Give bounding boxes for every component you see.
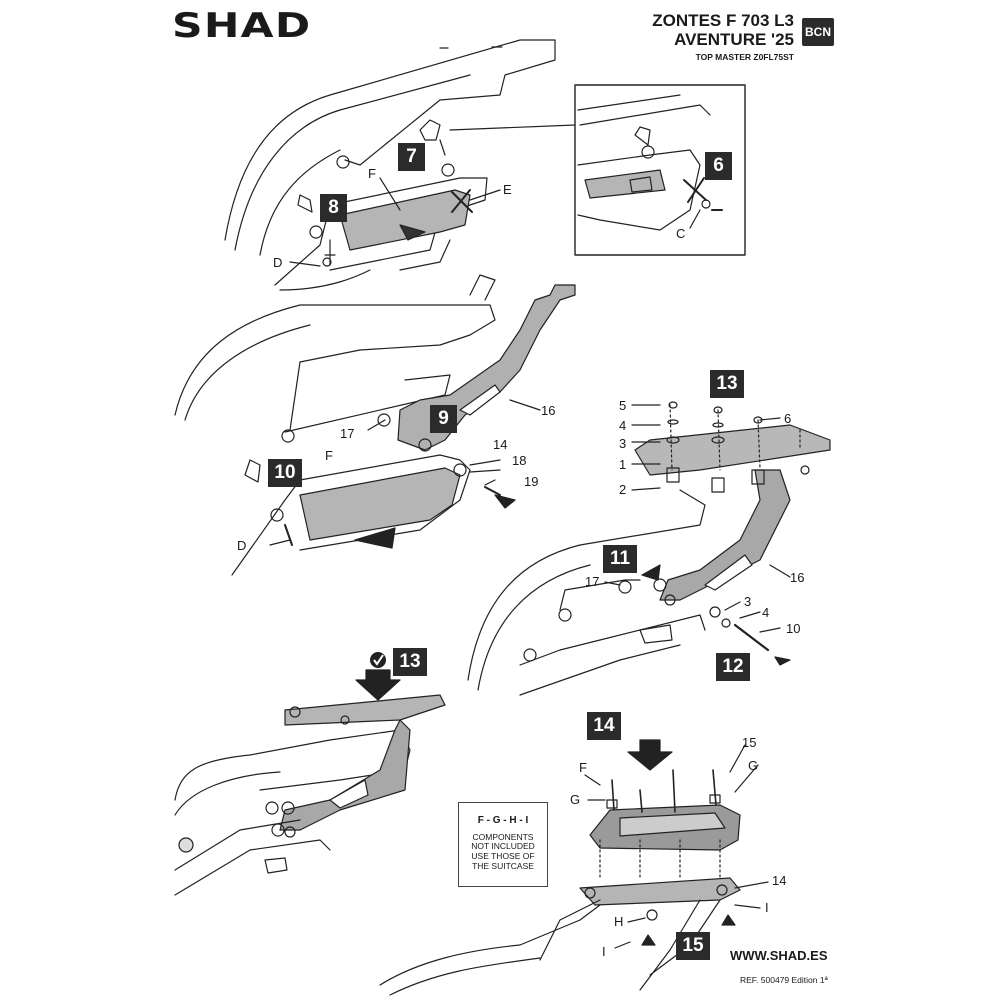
part-label-15: 15 <box>742 735 757 750</box>
part-label-g2: G <box>748 758 759 773</box>
part-label-5: 5 <box>619 398 627 413</box>
part-label-f2: F <box>325 448 333 463</box>
part-label-h: H <box>614 914 624 929</box>
shad-logo: SHAD <box>172 6 312 46</box>
step-13-badge-mounted: 13 <box>393 648 427 676</box>
part-label-f: F <box>368 166 376 181</box>
step-8-badge: 8 <box>320 194 347 222</box>
part-label-4b: 4 <box>762 605 770 620</box>
part-label-14: 14 <box>493 437 508 452</box>
note-heading: F - G - H - I <box>477 815 529 826</box>
panel-5-base-drawing <box>379 739 741 996</box>
part-label-i1: I <box>765 900 769 915</box>
step-13-badge-plate: 13 <box>710 370 744 398</box>
step-7-badge: 7 <box>398 143 425 171</box>
part-label-19: 19 <box>524 474 539 489</box>
panel-2-bracket-drawing <box>174 274 576 576</box>
part-label-i2: I <box>602 944 606 959</box>
panel-3-plate-drawing <box>467 401 831 696</box>
check-icon <box>370 652 386 668</box>
step-11-badge: 11 <box>603 545 637 573</box>
inset-detail-drawing <box>577 94 723 231</box>
part-label-10: 10 <box>786 621 801 636</box>
part-label-17: 17 <box>340 426 355 441</box>
step-14-badge: 14 <box>587 712 621 740</box>
part-label-c: C <box>676 226 686 241</box>
part-label-3: 3 <box>619 436 627 451</box>
step-6-badge: 6 <box>705 152 732 180</box>
part-label-d2: D <box>237 538 247 553</box>
panel-4-mounted-drawing <box>174 669 446 896</box>
panel-1-frame-drawing <box>224 39 576 291</box>
part-label-6: 6 <box>784 411 792 426</box>
note-line-2: NOT INCLUDED <box>471 841 535 852</box>
part-label-14b: 14 <box>772 873 787 888</box>
components-note: F - G - H - I COMPONENTS NOT INCLUDED US… <box>458 802 548 887</box>
part-label-g1: G <box>570 792 581 807</box>
part-label-3b: 3 <box>744 594 752 609</box>
step-9-badge: 9 <box>430 405 457 433</box>
part-label-2: 2 <box>619 482 627 497</box>
model-title-line2: AVENTURE '25 <box>674 30 794 49</box>
reference-text: REF. 500479 Edition 1ª <box>740 975 828 985</box>
part-label-f3: F <box>579 760 587 775</box>
part-label-1: 1 <box>619 457 627 472</box>
model-title-line1: ZONTES F 703 L3 <box>652 11 794 30</box>
website-link[interactable]: WWW.SHAD.ES <box>730 948 828 963</box>
note-line-1: COMPONENTS <box>472 831 534 842</box>
product-code: TOP MASTER Z0FL75ST <box>695 52 794 62</box>
part-label-16b: 16 <box>790 570 805 585</box>
part-label-16: 16 <box>541 403 556 418</box>
step-10-badge: 10 <box>268 459 302 487</box>
edition-badge: BCN <box>802 18 834 46</box>
part-label-e: E <box>503 182 512 197</box>
step-12-badge: 12 <box>716 653 750 681</box>
part-label-17b: 17 <box>585 574 600 589</box>
part-label-d: D <box>273 255 283 270</box>
part-label-18: 18 <box>512 453 527 468</box>
step-15-badge: 15 <box>676 932 710 960</box>
note-line-4: THE SUITCASE <box>472 860 534 871</box>
part-label-4: 4 <box>619 418 627 433</box>
note-line-3: USE THOSE OF <box>471 851 535 862</box>
